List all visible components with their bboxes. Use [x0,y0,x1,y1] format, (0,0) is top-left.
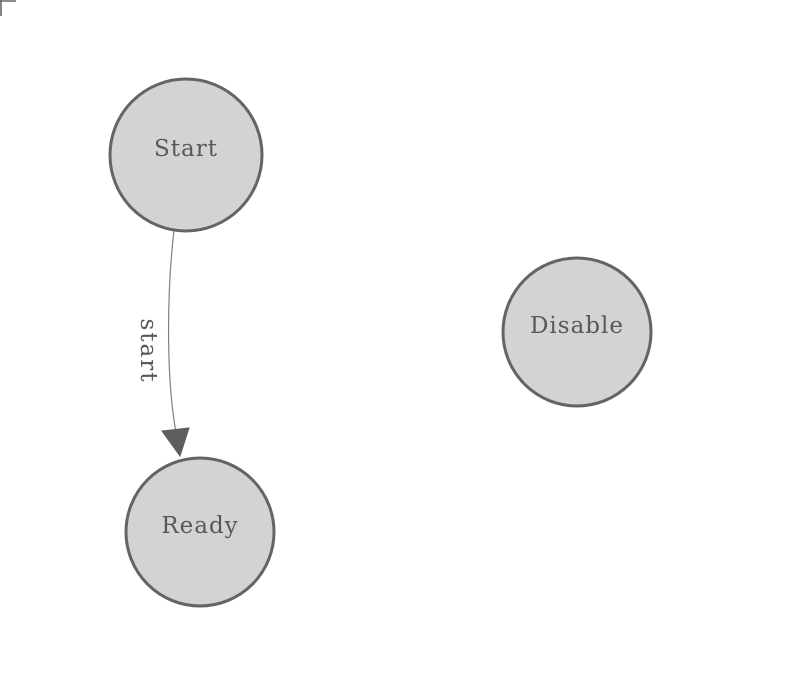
edge-start-to-ready[interactable]: start [135,230,190,458]
node-disable-label: Disable [530,313,624,339]
canvas-corner-mark [0,0,16,16]
node-start[interactable]: Start [108,77,264,233]
node-disable-circle[interactable] [501,256,653,408]
edge-label: start [135,319,161,384]
node-start-label: Start [154,136,218,162]
node-ready-circle[interactable] [124,456,276,608]
edge-line[interactable] [167,230,177,430]
arrowhead-icon [161,427,190,458]
node-ready[interactable]: Ready [124,456,276,608]
node-start-circle[interactable] [108,77,264,233]
node-disable[interactable]: Disable [501,256,653,408]
node-ready-label: Ready [161,513,238,539]
